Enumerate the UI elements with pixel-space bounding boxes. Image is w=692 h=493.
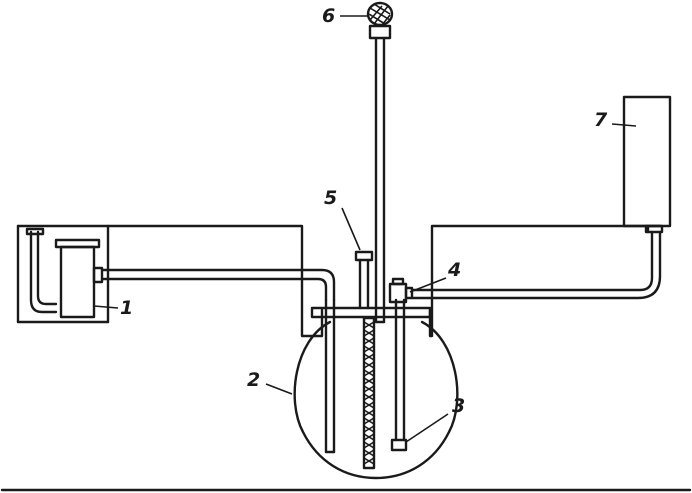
label-tank: 2 (247, 369, 260, 391)
label-reservoir: 7 (594, 109, 608, 131)
label-gauge: 6 (322, 5, 335, 27)
floor-slab (0, 224, 692, 492)
label-valve: 4 (447, 259, 461, 281)
float-valve (390, 298, 408, 452)
gauge-stem (368, 24, 392, 324)
vent-pipe (354, 250, 374, 310)
reservoir (622, 95, 672, 228)
pump-unit (25, 227, 104, 319)
return-pipe (410, 224, 664, 300)
leader-lines (93, 15, 637, 443)
valve (388, 277, 414, 304)
label-vent-pipe: 5 (324, 187, 337, 209)
label-float-valve: 3 (452, 395, 465, 417)
level-rod (362, 316, 376, 470)
label-pump: 1 (120, 297, 133, 319)
supply-pipe (100, 268, 336, 302)
gauge-head-icon (366, 1, 394, 27)
